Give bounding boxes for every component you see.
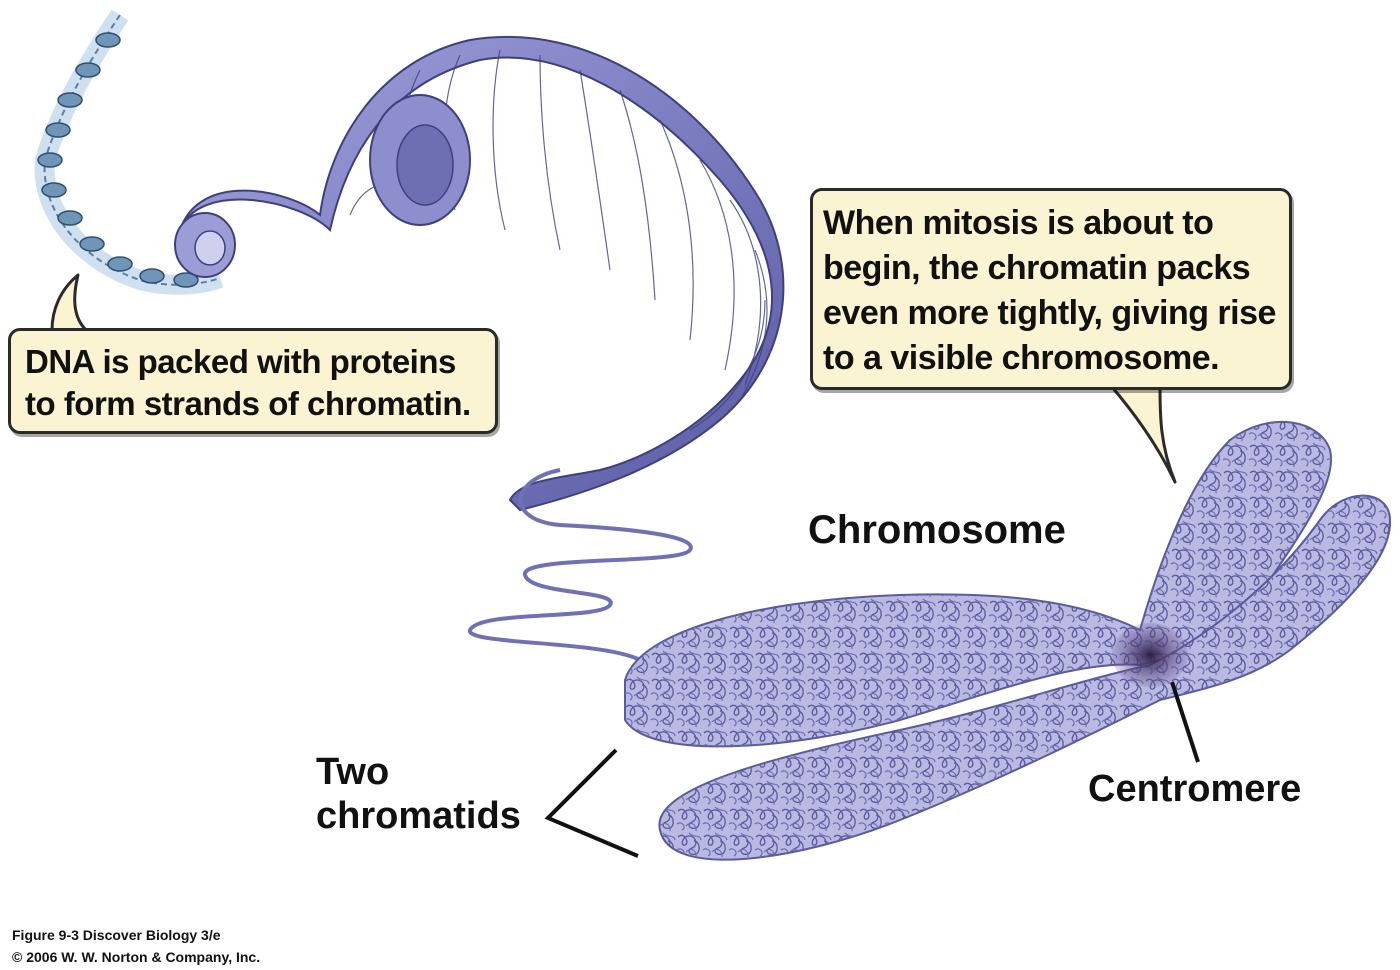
dna-nucleosome-strand [34,9,224,295]
chromosome-label: Chromosome [808,508,1066,552]
leader-lines [544,681,1200,858]
figure-credits: Figure 9-3 Discover Biology 3/e © 2006 W… [12,924,260,968]
two-chromatids-label-line-1: Two [316,751,390,793]
centromere-label: Centromere [1088,768,1302,810]
callout-mitosis-line-3: even more tightly, giving rise [823,294,1276,332]
figure-caption: Figure 9-3 Discover Biology 3/e [12,927,221,943]
callout-dna-line-1: DNA is packed with proteins [25,343,456,380]
callout-mitosis-line-1: When mitosis is about to [823,204,1214,242]
callout-mitosis-line-2: begin, the chromatin packs [823,249,1251,287]
centromere-region [1112,623,1188,687]
callout-mitosis-line-4: to a visible chromosome. [823,339,1220,377]
copyright-notice: © 2006 W. W. Norton & Company, Inc. [12,949,261,965]
callout-mitosis: When mitosis is about to begin, the chro… [810,188,1292,390]
callout-dna-packing: DNA is packed with proteins to form stra… [8,328,498,434]
chromatin-strand [467,468,693,662]
chromosome [624,420,1392,861]
chromatid-lower [658,494,1392,861]
coiled-chromatin-fiber [174,35,785,512]
two-chromatids-label: Two chromatids [316,750,521,838]
chromatid-upper [624,420,1333,748]
two-chromatids-label-line-2: chromatids [316,795,521,837]
callout-pointers [50,273,1177,484]
callout-dna-line-2: to form strands of chromatin. [25,385,471,422]
